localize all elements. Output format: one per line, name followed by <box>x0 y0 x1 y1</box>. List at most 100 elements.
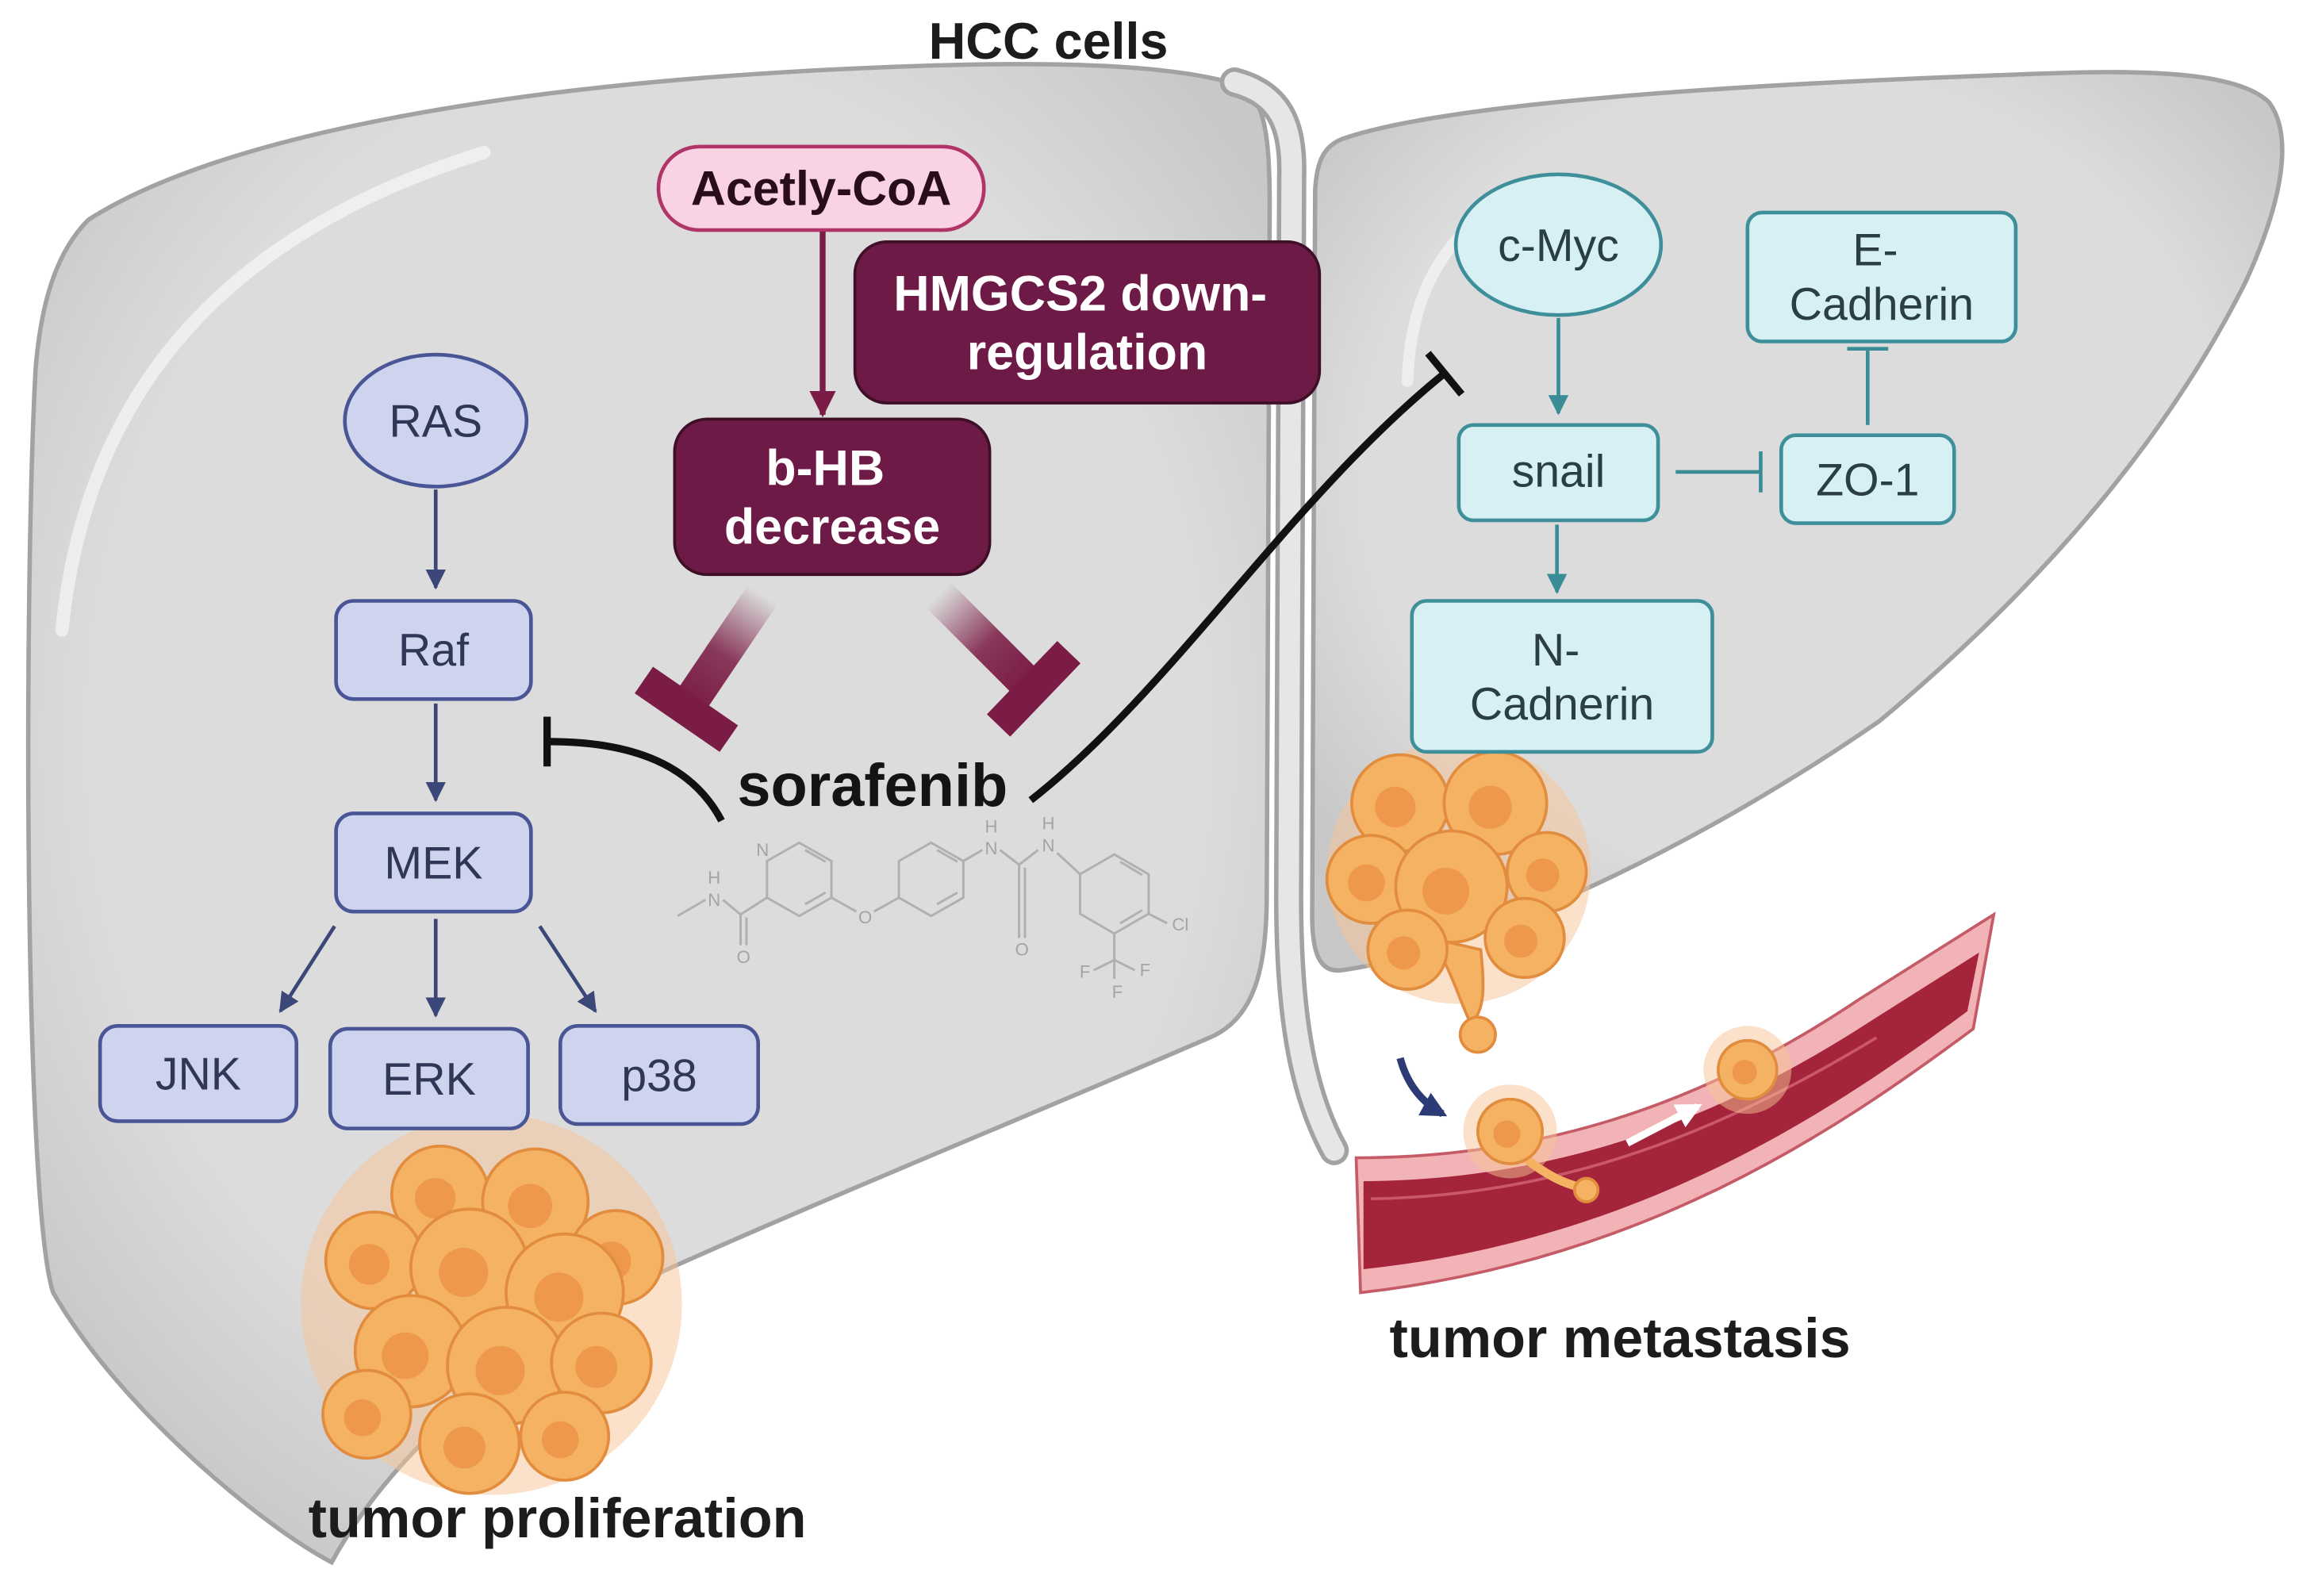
cell-nucleus <box>415 1178 456 1219</box>
cell-nucleus <box>1422 867 1470 915</box>
bhb-inhibition-left-stem <box>674 585 777 714</box>
chlorophenyl-ring <box>1078 853 1150 935</box>
snail-node <box>1457 423 1660 523</box>
atom-label-n: N <box>984 838 997 858</box>
tumor-metastasis-label: tumor metastasis <box>1389 1306 1850 1369</box>
jnk-label: JNK <box>155 1049 241 1100</box>
atom-label-f: F <box>1112 982 1123 1002</box>
circulating-tumor-cells <box>1476 1038 1779 1203</box>
raf-node <box>334 599 533 701</box>
liver-ligament <box>1224 71 1345 1161</box>
jnk-node <box>98 1023 299 1123</box>
bhb-label-line-2: decrease <box>724 499 940 554</box>
ras-node <box>343 352 529 489</box>
hmgcs2-label: HMGCS2 down- regulation <box>893 267 1280 381</box>
n-cadnerin-label: N- Cadnerin <box>1470 625 1654 730</box>
cell-nucleus <box>475 1345 525 1395</box>
e-cadherin-label-line-1: E- <box>1852 224 1898 275</box>
atom-label-h: H <box>708 868 720 888</box>
sorafenib: sorafenib H N O N O H N O H N Cl F F F <box>543 351 1465 1002</box>
p38-label: p38 <box>621 1051 697 1102</box>
mek-to-p38-arrow <box>538 925 597 1013</box>
aromatic-bonds <box>804 849 1143 925</box>
cell-nucleus <box>1375 786 1416 827</box>
ras-label: RAS <box>389 397 482 447</box>
atom-label-o: O <box>858 907 872 927</box>
tumor-proliferation-label: tumor proliferation <box>309 1487 807 1549</box>
cell-nucleus <box>1504 924 1537 958</box>
bhb-label-line-1: b-HB <box>766 441 885 497</box>
cell-nucleus <box>348 1244 390 1285</box>
zo1-label: ZO-1 <box>1816 455 1919 505</box>
cell-nucleus <box>382 1332 429 1379</box>
circulating-cell-tail-tip <box>1572 1176 1600 1203</box>
cell-nucleus <box>439 1248 489 1298</box>
acetyl-coa-label: Acetly-CoA <box>691 162 952 216</box>
erk-node <box>328 1026 530 1130</box>
hmgcs2-node <box>853 240 1322 405</box>
erk-label: ERK <box>382 1054 476 1105</box>
tumor-cluster-metastasis <box>1325 750 1588 1054</box>
atom-label-n: N <box>756 840 769 860</box>
mapk-pathway-arrows <box>278 489 597 1018</box>
cell-nucleus <box>541 1421 579 1459</box>
sorafenib-inhibits-raf <box>548 738 725 823</box>
phenoxy-ring <box>897 841 965 918</box>
ketone-metabolism: Acetly-CoA HMGCS2 down- regulation b-HB … <box>635 144 1322 752</box>
bhb-inhibition-right-stem <box>926 582 1039 696</box>
liver-highlight <box>55 145 491 637</box>
cell-nucleus <box>1348 864 1385 902</box>
atom-label-f: F <box>1080 961 1091 981</box>
n-cadnerin-label-line-1: N- <box>1532 625 1579 676</box>
intravasation-arrow <box>1396 1057 1448 1118</box>
snail-label: snail <box>1512 446 1606 497</box>
mek-to-jnk-arrow <box>278 925 336 1013</box>
atom-label-h: H <box>1042 814 1055 834</box>
cell-nucleus <box>1387 936 1421 970</box>
vessel-inner-line <box>1370 1036 1878 1201</box>
tumor-cell-droplet-tip <box>1458 1015 1497 1054</box>
cell-nucleus <box>344 1399 382 1437</box>
cell-nucleus <box>534 1272 584 1322</box>
atom-label-o: O <box>1015 940 1029 960</box>
bhb-label: b-HB decrease <box>724 441 940 555</box>
hmgcs2-label-line-1: HMGCS2 down- <box>893 267 1267 322</box>
sorafenib-atom-labels: H N O N O H N O H N Cl F F F <box>708 814 1188 1002</box>
raf-label: Raf <box>398 625 469 676</box>
cell-nucleus <box>508 1184 553 1229</box>
sorafenib-inhibits-cmyc <box>1028 370 1447 804</box>
n-cadnerin-node <box>1410 599 1714 754</box>
emt-pathway-labels: c-Myc E- Cadherin snail ZO-1 N- Cadnerin <box>1470 221 1974 730</box>
e-cadherin-label: E- Cadherin <box>1790 224 1974 329</box>
mek-label: MEK <box>384 838 482 889</box>
acetyl-coa-node <box>656 144 986 232</box>
e-cadherin-label-line-2: Cadherin <box>1790 279 1974 330</box>
vessel-lumen <box>1363 952 1979 1269</box>
zo1-node <box>1779 433 1956 525</box>
hmgcs2-label-line-2: regulation <box>967 325 1208 381</box>
p38-node <box>558 1023 761 1126</box>
bhb-inhibition-right-bar <box>987 641 1081 737</box>
cell-nucleus <box>443 1426 486 1469</box>
atom-label-h: H <box>984 816 997 836</box>
cell-nucleus <box>575 1345 618 1388</box>
sorafenib-label: sorafenib <box>737 752 1007 819</box>
e-cadherin-node <box>1745 210 2018 343</box>
mapk-pathway-shapes <box>98 352 761 1130</box>
bhb-node <box>673 417 992 577</box>
atom-label-f: F <box>1140 960 1151 980</box>
emt-pathway-arrows <box>1546 317 1889 594</box>
mapk-pathway-labels: RAS Raf MEK JNK ERK p38 <box>155 397 697 1106</box>
diagram-title: HCC cells <box>929 12 1169 70</box>
n-cadnerin-label-line-2: Cadnerin <box>1470 679 1654 730</box>
sorafenib-bonds <box>677 849 1168 980</box>
pyridine-ring <box>766 841 833 918</box>
cell-nucleus <box>1732 1060 1757 1085</box>
atom-label-n: N <box>708 890 720 910</box>
cmyc-label: c-Myc <box>1498 221 1619 271</box>
atom-label-cl: Cl <box>1172 915 1188 934</box>
flow-arrow <box>1625 1103 1702 1147</box>
cell-nucleus <box>1468 785 1512 829</box>
sorafenib-inhibits-cmyc-bar <box>1425 351 1465 397</box>
